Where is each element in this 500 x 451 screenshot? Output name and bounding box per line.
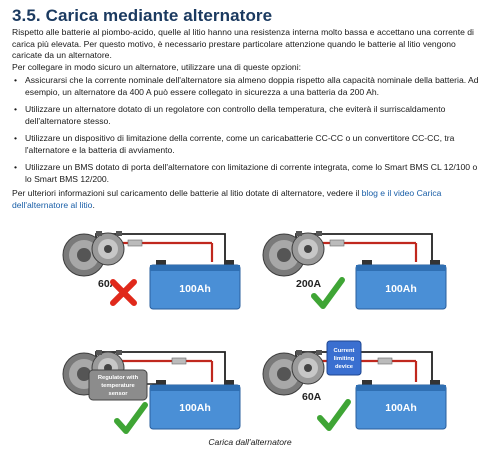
alternator-rating: 60A xyxy=(302,391,322,403)
list-item: •Assicurarsi che la corrente nominale de… xyxy=(14,75,479,97)
panel-regulator-ok: 100Ah Regulator with temperature sensor xyxy=(62,349,241,431)
more-info-paragraph: Per ulteriori informazioni sul caricamen… xyxy=(12,188,488,211)
check-icon xyxy=(320,402,348,428)
bullet-text: Utilizzare un BMS dotato di porta dell'a… xyxy=(25,162,478,184)
alternator-icon xyxy=(62,230,125,277)
regulator-label-line: sensor xyxy=(108,391,128,397)
regulator-label-line: temperature xyxy=(101,383,135,389)
limiter-label-line: Current xyxy=(334,348,355,354)
bullet-text: Utilizzare un dispositivo di limitazione… xyxy=(25,133,455,155)
panel-limiter-ok: Current limiting device 60A 100Ah xyxy=(262,340,447,429)
more-info-suffix: . xyxy=(92,199,95,210)
alternator-icon xyxy=(262,349,325,396)
current-limiter-box: Current limiting device xyxy=(326,340,362,376)
blog-video-link[interactable]: blog e il video Carica dell'alternatore … xyxy=(12,188,442,210)
panel-200a-ok: 200A 100Ah xyxy=(262,230,447,310)
cross-icon xyxy=(110,279,137,306)
list-item: •Utilizzare un dispositivo di limitazion… xyxy=(14,133,455,155)
alternator-charging-figure: 60A 100Ah 200A 100Ah 100Ah Regulator wit… xyxy=(62,230,447,437)
battery-capacity: 100Ah xyxy=(179,402,211,414)
limiter-label-line: device xyxy=(335,364,354,370)
list-item: •Utilizzare un alternatore dotato di un … xyxy=(14,104,446,126)
alternator-icon xyxy=(262,230,325,277)
section-title: 3.5. Carica mediante alternatore xyxy=(12,6,273,25)
intro-paragraph: Rispetto alle batterie al piombo-acido, … xyxy=(12,27,474,61)
battery-capacity: 100Ah xyxy=(179,283,211,295)
alternator-rating: 200A xyxy=(296,278,322,290)
bullet-text: Assicurarsi che la corrente nominale del… xyxy=(25,75,479,97)
limiter-label-line: limiting xyxy=(334,356,355,362)
figure-caption: Carica dall'alternatore xyxy=(208,437,292,447)
check-icon xyxy=(117,405,145,431)
panel-60a-no: 60A 100Ah xyxy=(62,230,241,310)
list-item: •Utilizzare un BMS dotato di porta dell'… xyxy=(14,162,478,184)
battery-capacity: 100Ah xyxy=(385,283,417,295)
bullet-text: Utilizzare un alternatore dotato di un r… xyxy=(25,104,446,126)
regulator-box: Regulator with temperature sensor xyxy=(88,369,148,401)
options-lead-paragraph: Per collegare in modo sicuro un alternat… xyxy=(12,62,302,72)
more-info-prefix: Per ulteriori informazioni sul caricamen… xyxy=(12,188,362,198)
battery-capacity: 100Ah xyxy=(385,402,417,414)
regulator-label-line: Regulator with xyxy=(98,375,139,381)
